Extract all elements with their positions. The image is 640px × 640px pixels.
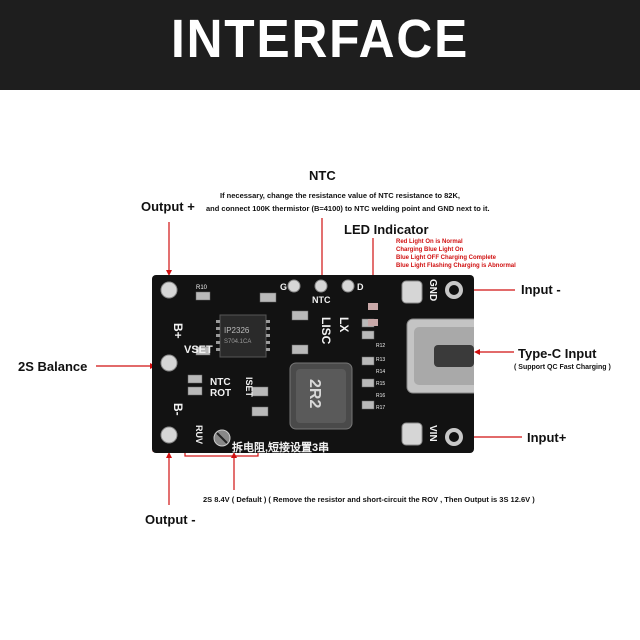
ruv-arrow-head bbox=[231, 452, 237, 458]
page-title: INTERFACE bbox=[170, 9, 470, 69]
silk-r13: R13 bbox=[376, 357, 385, 363]
pad-balance bbox=[160, 354, 178, 372]
led-state-4: Blue Light Flashing Charging is Abnormal bbox=[396, 263, 516, 269]
silk-vset: VSET bbox=[184, 344, 213, 356]
pad-g bbox=[287, 279, 301, 293]
silk-iset: ISET bbox=[244, 377, 254, 398]
silk-r15: R15 bbox=[376, 381, 385, 387]
silk-r16: R16 bbox=[376, 393, 385, 399]
silk-ntc: NTC bbox=[312, 295, 331, 305]
led-state-2: Charging Blue Light On bbox=[396, 247, 464, 253]
led-blue bbox=[368, 319, 378, 326]
silk-r12: R12 bbox=[376, 343, 385, 349]
led-state-3: Blue Light OFF Charging Complete bbox=[396, 255, 496, 261]
pad-input-minus bbox=[445, 281, 463, 299]
input-plus-label: Input+ bbox=[527, 430, 567, 445]
pad-input-plus bbox=[445, 428, 463, 446]
silk-d: D bbox=[357, 282, 364, 292]
silk-ntc2: NTC bbox=[210, 377, 231, 388]
type-c-label: Type-C Input bbox=[518, 346, 597, 361]
led-state-1: Red Light On is Normal bbox=[396, 239, 463, 245]
type-c-sublabel: ( Support QC Fast Charging ) bbox=[514, 364, 611, 371]
led-red bbox=[368, 303, 378, 310]
ic-chip bbox=[219, 314, 267, 358]
pad-gnd bbox=[401, 280, 423, 304]
default-voltage-note: 2S 8.4V ( Default ) ( Remove the resisto… bbox=[203, 495, 535, 504]
silk-ruv: RUV bbox=[194, 425, 204, 444]
output-minus-label: Output - bbox=[145, 512, 196, 527]
silk-bminus: B- bbox=[171, 403, 185, 416]
ntc-label: NTC bbox=[309, 168, 336, 183]
silk-r17: R17 bbox=[376, 405, 385, 411]
silk-lx: LX bbox=[337, 317, 351, 332]
silk-r14: R14 bbox=[376, 369, 385, 375]
silk-gnd: GND bbox=[427, 279, 438, 301]
balance-label: 2S Balance bbox=[18, 359, 88, 374]
title-banner: INTERFACE bbox=[0, 0, 640, 90]
silk-lisc: LISC bbox=[319, 317, 333, 345]
ic-code: S704.1CA bbox=[224, 339, 251, 345]
pcb-board: B+ VSET B- G NTC D LX LISC GND VIN NTC R… bbox=[152, 275, 474, 453]
pad-bplus bbox=[160, 281, 178, 299]
output-plus-label: Output + bbox=[141, 199, 195, 214]
pad-ntc bbox=[314, 279, 328, 293]
silk-vin: VIN bbox=[427, 425, 438, 442]
silk-chinese-note: 拆电阻,短接设置3串 bbox=[232, 440, 329, 453]
ic-label: IP2326 bbox=[224, 326, 250, 335]
resistor-r10 bbox=[195, 291, 211, 301]
silk-rot: ROT bbox=[210, 388, 231, 399]
type-c-arrow-head bbox=[474, 349, 480, 355]
led-indicator-label: LED Indicator bbox=[344, 222, 429, 237]
output-plus-arrow-head bbox=[166, 270, 172, 276]
input-minus-label: Input - bbox=[521, 282, 561, 297]
silk-r10: R10 bbox=[196, 285, 208, 291]
ntc-description-line2: and connect 100K thermistor (B=4100) to … bbox=[206, 204, 490, 213]
pad-vin bbox=[401, 422, 423, 446]
inductor-label: 2R2 bbox=[306, 379, 323, 408]
ntc-description-line1: If necessary, change the resistance valu… bbox=[220, 191, 460, 200]
pad-bminus bbox=[160, 426, 178, 444]
output-minus-arrow-head bbox=[166, 452, 172, 458]
led-indicators bbox=[368, 303, 378, 326]
silk-bplus: B+ bbox=[171, 323, 185, 339]
silk-g: G bbox=[280, 282, 287, 292]
pad-d bbox=[341, 279, 355, 293]
